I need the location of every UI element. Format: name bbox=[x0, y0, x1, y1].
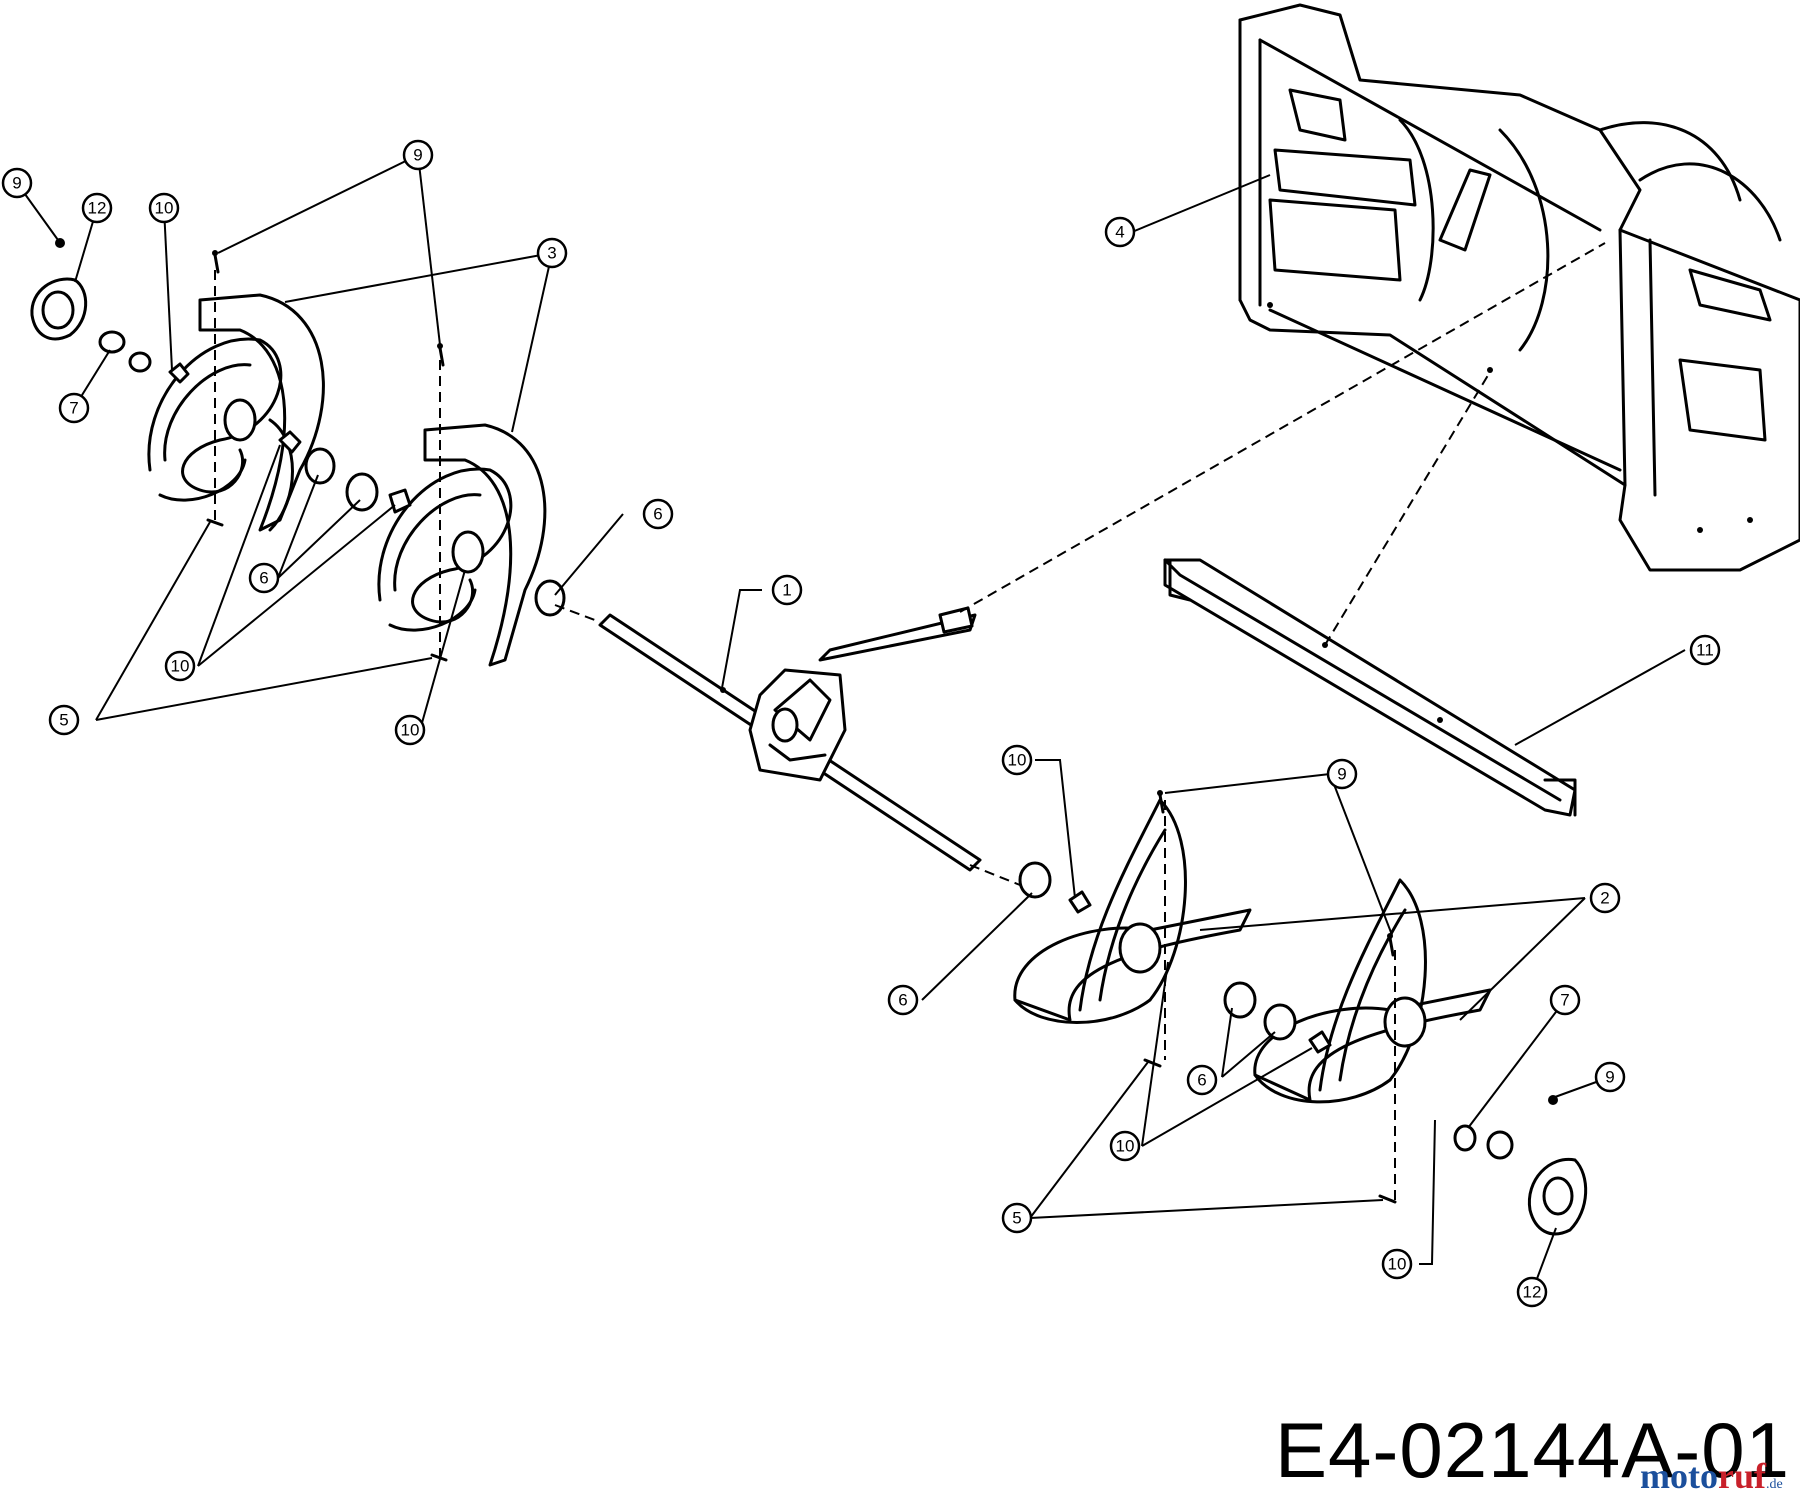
callout-label: 9 bbox=[1337, 765, 1346, 784]
callout-circle bbox=[1186, 1064, 1218, 1096]
callout-bubbles: 9 12 10 9 3 7 6 6 10 5 10 1 4 11 10 9 2 6 6 7 9 10 5 10 12 bbox=[1, 139, 1721, 1308]
callout-circle bbox=[1, 167, 33, 199]
callout-c-5-right: 5 bbox=[1001, 1202, 1033, 1234]
callout-circle bbox=[394, 714, 426, 746]
watermark-logo: motoruf.de bbox=[1640, 1455, 1783, 1497]
callout-c-5-left: 5 bbox=[48, 704, 80, 736]
callout-circle bbox=[1104, 216, 1136, 248]
callout-c-11: 11 bbox=[1689, 634, 1721, 666]
callout-label: 6 bbox=[1197, 1071, 1206, 1090]
watermark-part-2: ruf bbox=[1717, 1456, 1766, 1496]
callout-c-6-left: 6 bbox=[248, 562, 280, 594]
callout-label: 9 bbox=[12, 174, 21, 193]
callout-label: 10 bbox=[1116, 1137, 1135, 1156]
callout-c-9-far-right: 9 bbox=[1594, 1061, 1626, 1093]
callout-c-6-right-a: 6 bbox=[887, 984, 919, 1016]
callout-c-10-mid: 10 bbox=[1001, 744, 1033, 776]
callout-circle bbox=[1001, 744, 1033, 776]
callout-c-1: 1 bbox=[771, 574, 803, 606]
callout-circle bbox=[164, 650, 196, 682]
callout-c-7-left: 7 bbox=[58, 392, 90, 424]
callout-circle bbox=[248, 562, 280, 594]
callout-circle bbox=[536, 237, 568, 269]
callout-circle bbox=[887, 984, 919, 1016]
callout-circle bbox=[1689, 634, 1721, 666]
callout-label: 3 bbox=[547, 244, 556, 263]
callout-circle bbox=[1109, 1130, 1141, 1162]
watermark-part-3: .de bbox=[1765, 1477, 1783, 1492]
callout-c-9-top: 9 bbox=[402, 139, 434, 171]
left-auger-assembly bbox=[147, 293, 566, 667]
callout-label: 11 bbox=[1696, 641, 1714, 660]
callout-circle bbox=[1516, 1276, 1548, 1308]
left-end-hardware bbox=[30, 238, 152, 373]
callout-circle bbox=[1001, 1202, 1033, 1234]
callout-circle bbox=[1594, 1061, 1626, 1093]
callout-c-12-right: 12 bbox=[1516, 1276, 1548, 1308]
callout-label: 6 bbox=[898, 991, 907, 1010]
callout-circle bbox=[1381, 1248, 1413, 1280]
drawing-number: E4-02144A-01 bbox=[1275, 1406, 1791, 1494]
callout-circle bbox=[642, 498, 674, 530]
auger-shaft-gearbox bbox=[598, 606, 982, 872]
callout-c-10-right-b: 10 bbox=[1381, 1248, 1413, 1280]
callout-label: 5 bbox=[59, 711, 68, 730]
callout-circle bbox=[402, 139, 434, 171]
callout-label: 5 bbox=[1012, 1209, 1021, 1228]
callout-circle bbox=[81, 192, 113, 224]
callout-circle bbox=[48, 704, 80, 736]
callout-c-6-mid-left: 6 bbox=[642, 498, 674, 530]
callout-c-10-right-a: 10 bbox=[1109, 1130, 1141, 1162]
callout-label: 12 bbox=[88, 199, 107, 218]
support-bar bbox=[1163, 558, 1577, 817]
right-end-hardware bbox=[1453, 1095, 1588, 1236]
bolts-and-pins bbox=[206, 250, 1397, 1204]
callout-circle bbox=[148, 192, 180, 224]
callout-label: 10 bbox=[155, 199, 174, 218]
callout-c-9-top-left: 9 bbox=[1, 167, 33, 199]
callout-c-10-left-b: 10 bbox=[394, 714, 426, 746]
callout-c-10-left-a: 10 bbox=[164, 650, 196, 682]
callout-circle bbox=[771, 574, 803, 606]
callout-label: 6 bbox=[259, 569, 268, 588]
callout-label: 10 bbox=[1008, 751, 1027, 770]
callout-c-12-top-left: 12 bbox=[81, 192, 113, 224]
callout-label: 10 bbox=[171, 657, 190, 676]
callout-c-9-right: 9 bbox=[1326, 758, 1358, 790]
callout-c-4: 4 bbox=[1104, 216, 1136, 248]
callout-circle bbox=[1549, 984, 1581, 1016]
callout-circle bbox=[1589, 882, 1621, 914]
auger-housing bbox=[1238, 3, 1800, 572]
callout-circle bbox=[58, 392, 90, 424]
callout-label: 7 bbox=[69, 399, 78, 418]
callout-c-3: 3 bbox=[536, 237, 568, 269]
callout-label: 12 bbox=[1523, 1283, 1542, 1302]
alignment-lines bbox=[214, 242, 1606, 1200]
callout-label: 10 bbox=[401, 721, 420, 740]
callout-c-7-right: 7 bbox=[1549, 984, 1581, 1016]
callout-label: 10 bbox=[1388, 1255, 1407, 1274]
callout-label: 9 bbox=[1605, 1068, 1614, 1087]
callout-circle bbox=[1326, 758, 1358, 790]
callout-c-6-right-b: 6 bbox=[1186, 1064, 1218, 1096]
callout-label: 9 bbox=[413, 146, 422, 165]
callout-label: 1 bbox=[782, 581, 791, 600]
callout-label: 4 bbox=[1115, 223, 1124, 242]
watermark-part-1: moto bbox=[1640, 1456, 1718, 1496]
callout-c-10-top-left: 10 bbox=[148, 192, 180, 224]
callout-label: 2 bbox=[1600, 889, 1609, 908]
callout-label: 7 bbox=[1560, 991, 1569, 1010]
callout-c-2: 2 bbox=[1589, 882, 1621, 914]
right-auger-assembly bbox=[1013, 798, 1492, 1104]
callout-label: 6 bbox=[653, 505, 662, 524]
